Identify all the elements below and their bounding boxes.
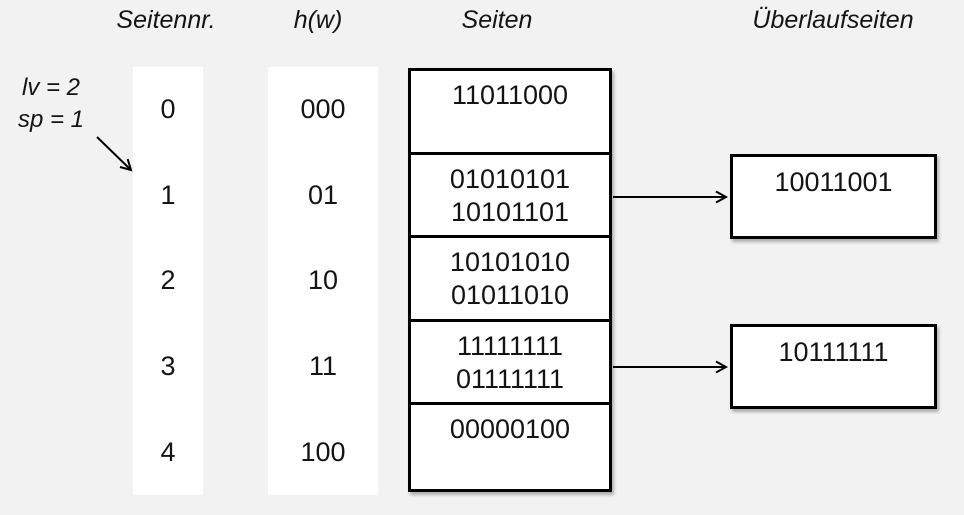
page-entry: 01010101	[449, 163, 571, 194]
page-bucket-0: 11011000	[411, 71, 609, 155]
seitennr-value-4: 4	[160, 436, 176, 467]
seitennr-value-2: 2	[160, 265, 176, 296]
seitennr-value-1: 1	[160, 179, 176, 210]
split-pointer-label: sp = 1	[17, 106, 85, 133]
page-entry: 11011000	[451, 80, 569, 110]
hash-value-0: 000	[300, 94, 346, 125]
overflow-entry: 10111111	[778, 337, 889, 367]
column-header-seitennr: Seitennr.	[116, 6, 216, 34]
seitennr-value-3: 3	[160, 351, 176, 382]
level-label: lv = 2	[21, 74, 81, 101]
hash-value-3: 11	[308, 351, 338, 382]
page-entry: 01011010	[450, 280, 570, 311]
page-bucket-2: 10101010 01011010	[411, 238, 609, 322]
page-entry: 10101101	[450, 196, 570, 227]
column-header-hash: h(w)	[293, 6, 343, 34]
state-annotation: lv = 2 sp = 1	[5, 72, 97, 136]
page-bucket-3: 11111111 01111111	[411, 322, 609, 406]
column-header-seiten: Seiten	[461, 6, 533, 34]
page-bucket-4: 00000100	[411, 405, 609, 489]
page-entry: 01111111	[455, 363, 565, 394]
overflow-entry: 10011001	[774, 167, 893, 197]
pages-table: 11011000 01010101 10101101 10101010 0101…	[408, 68, 612, 492]
arrow-split-pointer	[96, 136, 133, 172]
hash-value-column: 000 01 10 11 100	[268, 67, 378, 495]
hash-value-1: 01	[307, 179, 339, 210]
seitennr-value-0: 0	[160, 94, 176, 125]
overflow-page-1: 10011001	[730, 154, 937, 239]
page-entry: 10101010	[449, 247, 571, 278]
page-bucket-1: 01010101 10101101	[411, 155, 609, 239]
seitennr-column: 0 1 2 3 4	[133, 67, 203, 495]
column-header-ueberlaufseiten: Überlaufseiten	[752, 6, 914, 34]
overflow-page-2: 10111111	[730, 324, 937, 409]
hash-value-2: 10	[307, 265, 339, 296]
page-entry: 00000100	[449, 414, 571, 445]
page-entry: 11111111	[456, 330, 564, 361]
hash-value-4: 100	[300, 436, 346, 467]
